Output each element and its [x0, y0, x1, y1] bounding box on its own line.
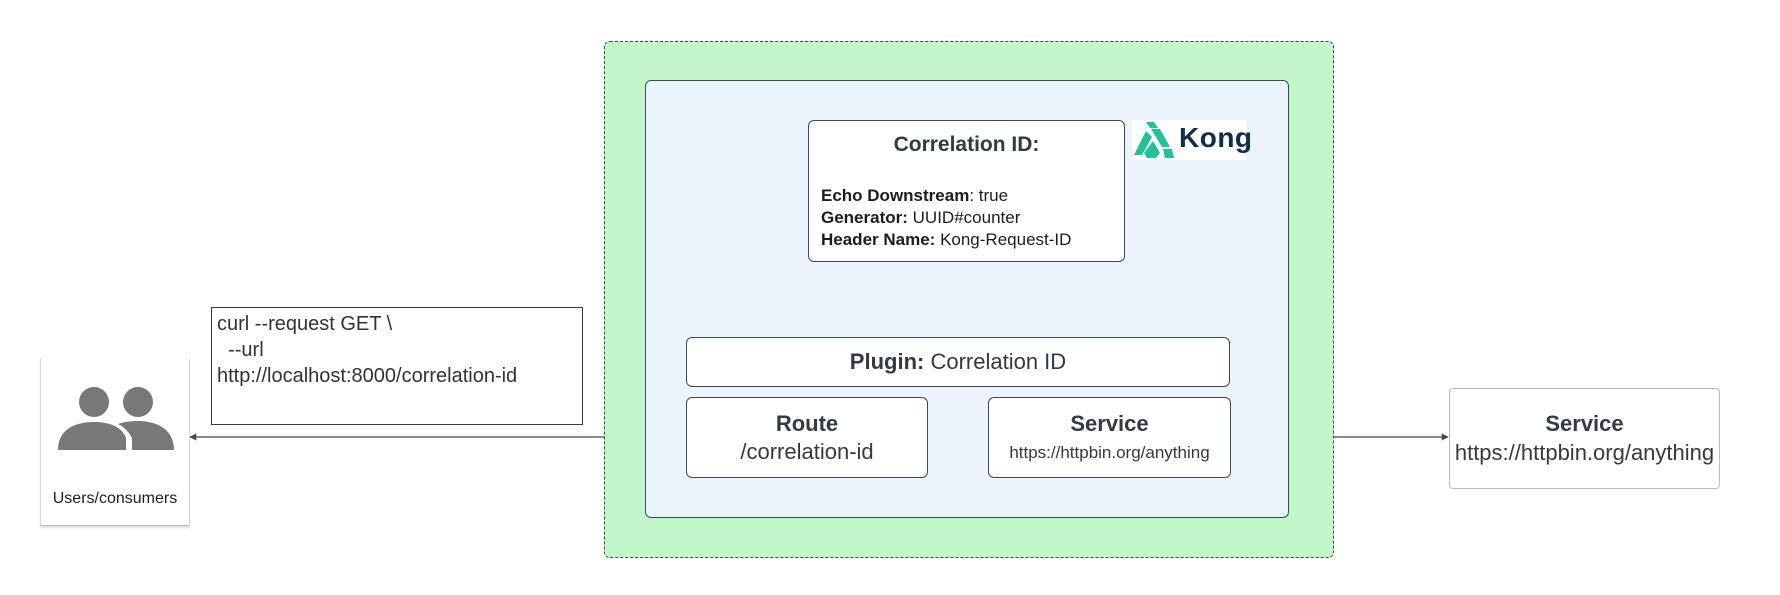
gateway-service-title: Service: [1070, 411, 1149, 436]
config-title: Correlation ID:: [893, 133, 1040, 156]
curl-command-box: curl --request GET \ --url http://localh…: [211, 307, 583, 425]
plugin-box: Plugin: Correlation ID: [686, 337, 1230, 387]
plugin-name: Correlation ID: [930, 349, 1067, 374]
config-row-echo: Echo Downstream: true: [821, 186, 1009, 205]
users-label: Users/consumers: [52, 490, 178, 507]
curl-line: --url: [217, 339, 264, 361]
kong-logo-mark-icon: [1134, 122, 1174, 158]
kong-logo-text: Kong: [1179, 122, 1253, 153]
route-path: /correlation-id: [740, 439, 874, 464]
config-row-generator: Generator: UUID#counter: [821, 208, 1021, 227]
plugin-prefix: Plugin:: [849, 349, 925, 374]
route-box: Route /correlation-id: [686, 397, 928, 478]
users-group-icon: [58, 387, 174, 450]
correlation-config-box: Correlation ID: Echo Downstream: true Ge…: [808, 120, 1125, 262]
upstream-service-title: Service: [1545, 411, 1624, 436]
users-consumers-card: Users/consumers: [40, 358, 190, 526]
curl-line: http://localhost:8000/correlation-id: [217, 365, 518, 387]
route-title: Route: [775, 411, 839, 436]
gateway-service-box: Service https://httpbin.org/anything: [988, 397, 1231, 478]
gateway-service-url: https://httpbin.org/anything: [1009, 443, 1210, 462]
kong-logo: Kong: [1132, 120, 1252, 160]
upstream-service-box: Service https://httpbin.org/anything: [1449, 388, 1720, 489]
upstream-service-url: https://httpbin.org/anything: [1454, 440, 1715, 465]
config-row-header: Header Name: Kong-Request-ID: [821, 230, 1072, 249]
curl-line: curl --request GET \: [217, 313, 393, 335]
